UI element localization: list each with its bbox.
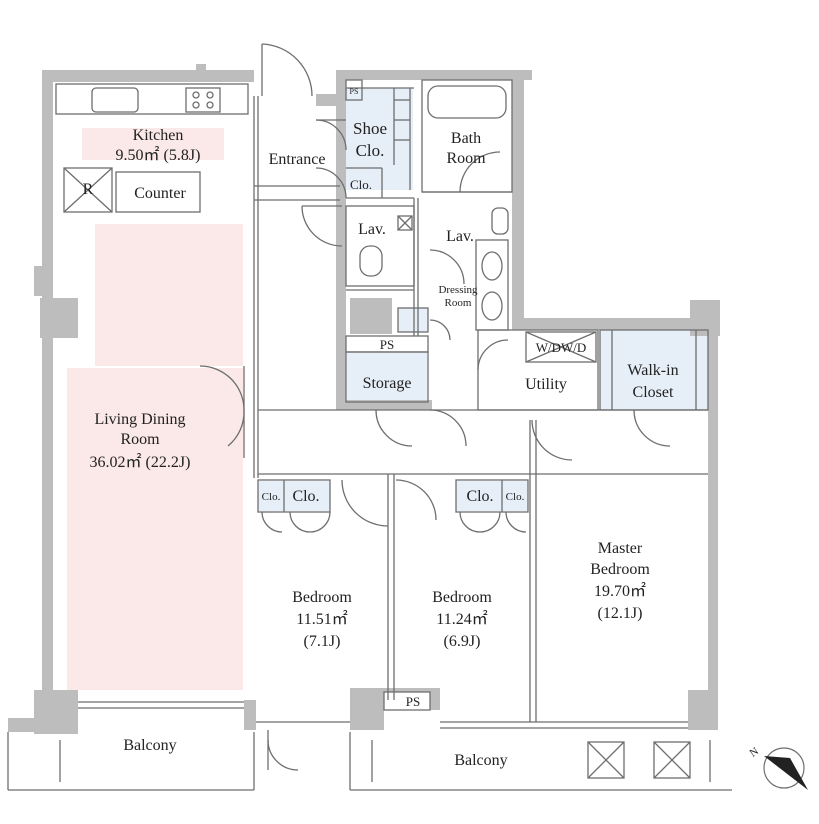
master-jo: (12.1J) (598, 605, 643, 622)
shoe-name-1: Shoe (353, 119, 387, 138)
compass-ring (763, 747, 805, 789)
clo-b1-fill (258, 481, 330, 511)
clo-b1-large-label: Clo. (292, 488, 319, 505)
ps-mid-label: PS (380, 337, 394, 352)
living-name-2: Room (120, 431, 160, 448)
bedroom2-jo: (6.9J) (444, 633, 481, 650)
shoe-name-2: Clo. (356, 141, 385, 160)
walkin-name-2: Closet (633, 384, 674, 401)
bath-name-1: Bath (451, 130, 481, 147)
bedroom1-name: Bedroom (292, 589, 352, 606)
compass: N (748, 745, 808, 790)
lav2-name: Lav. (446, 228, 474, 245)
living-highlight-lower (67, 368, 243, 690)
dressing-closet-fill (398, 308, 428, 332)
master-name-1: Master (598, 540, 643, 557)
outer-walls (8, 64, 720, 734)
balcony-left-name: Balcony (123, 737, 176, 754)
storage-name: Storage (363, 375, 412, 392)
dressing-name-1: Dressing (438, 284, 478, 296)
lav1-name: Lav. (358, 221, 386, 238)
fridge-label: R (83, 181, 94, 198)
bath-name-2: Room (446, 150, 486, 167)
clo-b1-small-label: Clo. (262, 491, 281, 503)
counter-label: Counter (134, 185, 186, 202)
clo-b2-fill (456, 481, 528, 511)
clo-b2-large-label: Clo. (466, 488, 493, 505)
utility-name: Utility (525, 376, 567, 393)
kitchen-name: Kitchen (133, 127, 184, 144)
interior-lines (7, 43, 732, 791)
bedroom1-area: 11.51㎡ (296, 610, 347, 628)
compass-label: N (748, 745, 761, 759)
ps-bottom-label: PS (406, 694, 420, 709)
ps-top-label: PS (350, 87, 359, 96)
bedroom1-jo: (7.1J) (304, 633, 341, 650)
compass-needle-icon (764, 756, 808, 790)
kitchen-highlight (82, 128, 224, 160)
master-name-2: Bedroom (590, 561, 650, 578)
balcony-right-name: Balcony (454, 752, 507, 769)
clo-b2-small-label: Clo. (506, 491, 525, 503)
living-name-1: Living Dining (94, 411, 185, 428)
dressing-name-2: Room (445, 297, 472, 309)
entrance-name: Entrance (269, 151, 326, 168)
bedroom2-name: Bedroom (432, 589, 492, 606)
kitchen-area: 9.50㎡ (5.8J) (116, 146, 201, 164)
bedroom2-area: 11.24㎡ (436, 610, 487, 628)
room-labels: Kitchen 9.50㎡ (5.8J) Counter R Entrance … (83, 87, 679, 769)
living-area: 36.02㎡ (22.2J) (90, 453, 191, 471)
master-area: 19.70㎡ (594, 582, 646, 600)
clo-entrance-label: Clo. (350, 177, 372, 192)
wdd-label: W/DW/D (536, 340, 587, 355)
walkin-closet-fill (600, 330, 709, 410)
shoe-closet-fill (345, 88, 413, 190)
walkin-name-1: Walk-in (627, 362, 678, 379)
living-highlight-upper (95, 224, 243, 366)
